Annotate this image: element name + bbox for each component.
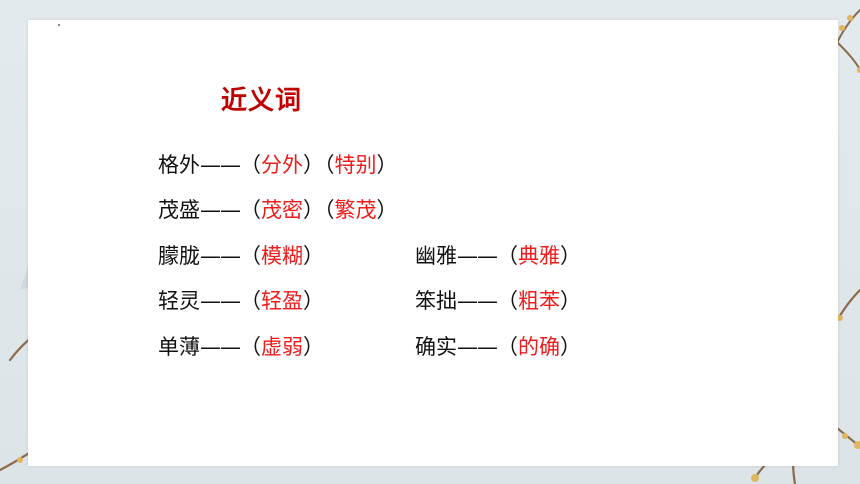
word: 朦胧 bbox=[158, 244, 200, 268]
answer: 的确 bbox=[518, 335, 560, 359]
slide-content-area bbox=[28, 20, 838, 466]
dash: —— bbox=[200, 244, 241, 268]
list-item: 茂盛——（茂密）（繁茂） bbox=[158, 198, 398, 222]
answer: 分外 bbox=[261, 153, 303, 177]
page-title: 近义词 bbox=[221, 86, 303, 116]
dash: —— bbox=[457, 335, 498, 359]
answer: 轻盈 bbox=[261, 289, 303, 313]
answer: 繁茂 bbox=[334, 198, 377, 222]
list-item: 朦胧——（模糊） bbox=[158, 244, 324, 268]
answer: 虚弱 bbox=[261, 335, 303, 359]
word: 轻灵 bbox=[158, 289, 200, 313]
list-item: 轻灵——（轻盈） bbox=[158, 289, 324, 313]
word: 确实 bbox=[415, 335, 457, 359]
word: 茂盛 bbox=[158, 198, 200, 222]
dash: —— bbox=[457, 289, 498, 313]
dash: —— bbox=[200, 335, 241, 359]
word: 格外 bbox=[158, 153, 200, 177]
dash: —— bbox=[200, 198, 241, 222]
list-item: 幽雅——（典雅） bbox=[415, 244, 581, 268]
answer: 典雅 bbox=[518, 244, 560, 268]
word: 幽雅 bbox=[415, 244, 457, 268]
dash: —— bbox=[457, 244, 498, 268]
word: 单薄 bbox=[158, 335, 200, 359]
dash: —— bbox=[200, 289, 241, 313]
answer: 特别 bbox=[334, 153, 377, 177]
list-item: 单薄——（虚弱） bbox=[158, 335, 324, 359]
list-item: 格外——（分外）（特别） bbox=[158, 153, 398, 177]
answer: 模糊 bbox=[261, 244, 303, 268]
word: 笨拙 bbox=[415, 289, 457, 313]
list-item: 笨拙——（粗苯） bbox=[415, 289, 581, 313]
dash: —— bbox=[200, 153, 241, 177]
corner-mark bbox=[58, 24, 60, 26]
list-item: 确实——（的确） bbox=[415, 335, 581, 359]
answer: 茂密 bbox=[261, 198, 303, 222]
answer: 粗苯 bbox=[518, 289, 560, 313]
